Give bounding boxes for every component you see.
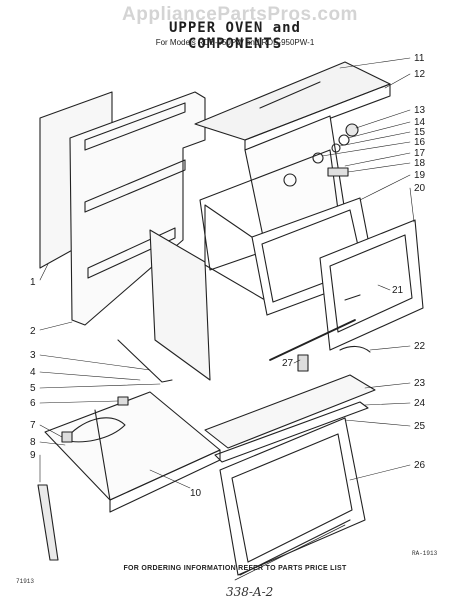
light-assembly <box>269 319 371 372</box>
callout-1: 1 <box>30 277 36 288</box>
callout-7: 7 <box>30 420 36 431</box>
callout-24: 24 <box>414 398 426 409</box>
callout-12: 12 <box>414 69 426 80</box>
callout-20: 20 <box>414 183 426 194</box>
watermark: AppliancePartsPros.com <box>122 4 358 25</box>
callout-2: 2 <box>30 326 36 337</box>
door-outer-panel <box>234 519 351 581</box>
callout-26: 26 <box>414 460 426 471</box>
callout-8: 8 <box>30 437 36 448</box>
diagram-title: UPPER OVEN and COMPONENTS <box>168 20 301 52</box>
diagram-subtitle: For Models RDE-950PW and RDE-950PW-1 <box>155 38 315 47</box>
callout-3: 3 <box>30 350 36 361</box>
insulation-blanket <box>117 229 211 383</box>
door-glass-panel <box>219 417 366 576</box>
callout-18: 18 <box>414 158 426 169</box>
callout-25: 25 <box>414 421 426 432</box>
callout-22: 22 <box>414 341 426 352</box>
front-frame <box>69 91 206 326</box>
callout-4: 4 <box>30 367 36 378</box>
figure-code: RA-1913 <box>412 550 438 557</box>
callout-19: 19 <box>414 170 426 181</box>
top-panel <box>194 61 391 151</box>
ordering-footer: FOR ORDERING INFORMATION REFER TO PARTS … <box>123 565 347 572</box>
callout-15: 15 <box>414 127 426 138</box>
diagram-code: 71913 <box>16 578 35 585</box>
callout-5: 5 <box>30 383 36 394</box>
callout-21: 21 <box>392 285 404 296</box>
callout-6: 6 <box>30 398 36 409</box>
callout-9: 9 <box>30 450 36 461</box>
trim-strip <box>37 484 59 561</box>
bottom-trim <box>204 374 376 463</box>
callout-23: 23 <box>414 378 426 389</box>
handwritten-note: 338-A-2 <box>226 585 274 599</box>
oven-door-frame <box>319 219 424 351</box>
callout-27: 27 <box>282 358 294 369</box>
callout-14: 14 <box>414 117 426 128</box>
callout-13: 13 <box>414 105 426 116</box>
callout-10: 10 <box>190 488 202 499</box>
callout-16: 16 <box>414 137 426 148</box>
callout-17: 17 <box>414 148 426 159</box>
callout-11: 11 <box>414 53 425 64</box>
